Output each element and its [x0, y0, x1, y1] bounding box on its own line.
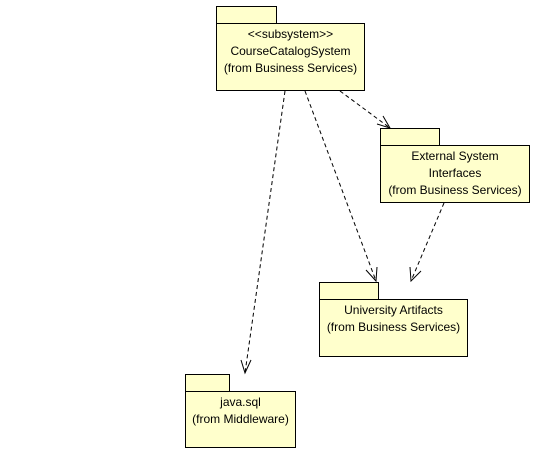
package-name-line2: Interfaces — [428, 166, 482, 180]
arrowhead-java-sql — [240, 359, 252, 375]
package-tab-java-sql — [185, 374, 230, 392]
dependency-ccs-to-ua — [304, 90, 377, 282]
package-course-catalog-system[interactable]: <<subsystem>> CourseCatalogSystem (from … — [216, 23, 365, 91]
package-tab-external-system-interfaces — [380, 128, 440, 146]
package-name: University Artifacts — [344, 303, 443, 317]
dependency-esi-to-ua — [410, 202, 445, 282]
package-university-artifacts[interactable]: University Artifacts (from Business Serv… — [319, 299, 468, 357]
package-java-sql[interactable]: java.sql (from Middleware) — [185, 391, 296, 448]
package-name-line1: External System — [411, 149, 499, 163]
dependency-ccs-to-java-sql — [244, 90, 286, 374]
package-origin: (from Business Services) — [388, 183, 522, 197]
arrowhead-ua-1 — [365, 266, 378, 283]
package-stereotype: <<subsystem>> — [247, 27, 334, 41]
package-origin: (from Middleware) — [192, 412, 289, 426]
arrowhead-ua-2 — [409, 266, 422, 283]
package-name: java.sql — [220, 395, 261, 409]
package-origin: (from Business Services) — [326, 320, 461, 334]
dependency-ccs-to-esi — [339, 90, 391, 129]
package-tab-university-artifacts — [319, 282, 379, 300]
package-name: CourseCatalogSystem — [230, 44, 351, 58]
package-origin: (from Business Services) — [223, 61, 358, 75]
package-tab-course-catalog-system — [216, 6, 277, 24]
package-external-system-interfaces[interactable]: External System Interfaces (from Busines… — [380, 145, 530, 203]
